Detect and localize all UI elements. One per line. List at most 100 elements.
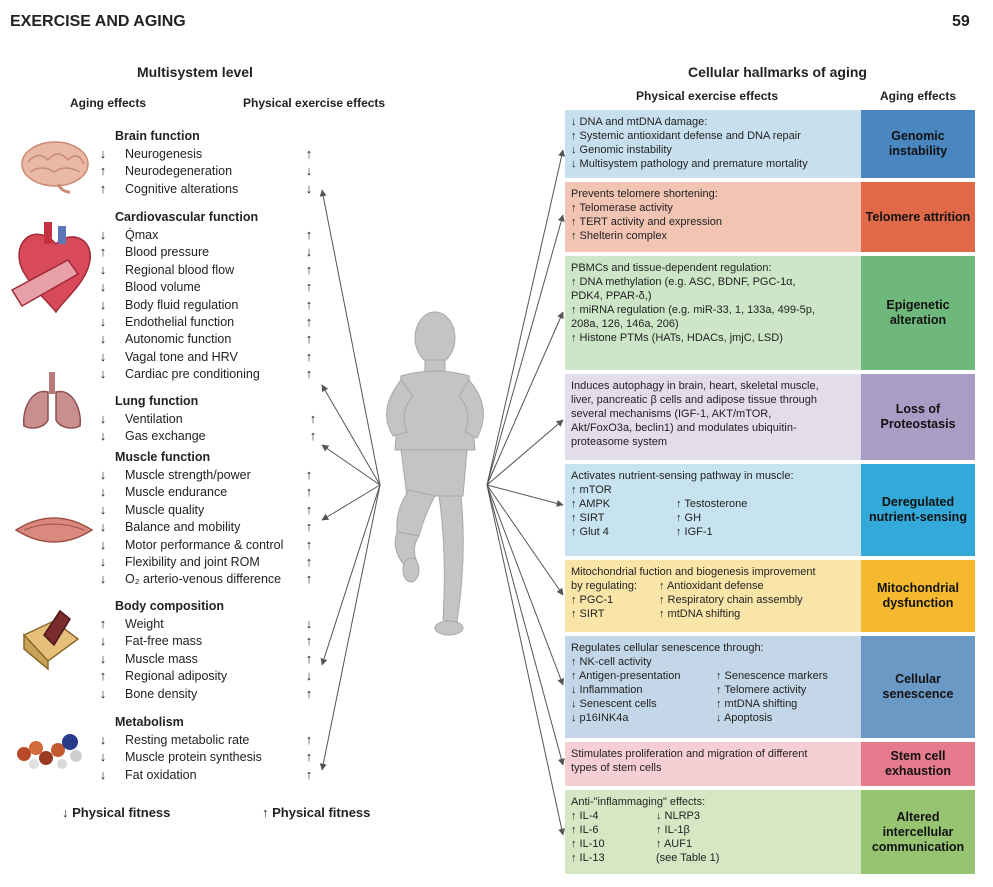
effect-label: Blood volume (125, 280, 201, 295)
effect-line: ↓ Senescent cells (571, 698, 657, 710)
effect-label: Gas exchange (125, 429, 206, 444)
aging-effect-arrow: ↓ (99, 554, 107, 569)
effect-line: ↑ Telomere activity (716, 684, 807, 696)
effect-line (716, 655, 828, 669)
section-title: Lung function (115, 394, 199, 408)
exercise-effect-arrow: ↑ (305, 571, 313, 587)
aging-effect-arrow: ↓ (99, 261, 107, 277)
effect-line: ↓ Multisystem pathology and premature mo… (571, 158, 808, 170)
arrow-telomere (486, 214, 565, 486)
effect-label: Balance and mobility (125, 520, 241, 535)
exercise-effect-arrow: ↑ (305, 296, 313, 312)
aging-effect-arrow: ↓ (99, 633, 107, 649)
exercise-effect-arrow: ↓ (305, 163, 313, 179)
effect-label: Muscle endurance (125, 485, 228, 500)
exercise-effect-arrow: ↓ (305, 616, 313, 631)
exercise-effect-arrow: ↑ (305, 519, 313, 535)
effect-line: ↓ Apoptosis (716, 712, 773, 724)
aging-effect-arrow: ↓ (99, 536, 107, 552)
effect-label: Neurogenesis (125, 147, 203, 161)
effect-label: Regional adiposity (125, 669, 228, 684)
aging-effect-arrow: ↓ (99, 766, 107, 782)
exercise-effect-arrow: ↑ (305, 484, 313, 500)
exercise-effect-arrow: ↑ (305, 227, 313, 242)
page-number: 59 (952, 13, 970, 30)
hallmark-exercise-effects: Prevents telomere shortening:↑ Telomeras… (565, 182, 861, 252)
effect-line: ↑ mtDNA shifting (659, 608, 741, 620)
arrow-cardio (321, 384, 381, 486)
arrow-lung (321, 444, 381, 486)
multisystem-title: Multisystem level (137, 64, 253, 80)
effect-line: ↑ Senescence markers (716, 670, 828, 682)
effect-label: Vagal tone and HRV (125, 349, 238, 364)
aging-effect-arrow: ↓ (99, 279, 107, 295)
effect-line: ↑ Telomerase activity (571, 202, 673, 214)
effect-line: ↑ GH (676, 512, 702, 524)
effect-line: ↓ DNA and mtDNA damage: (571, 116, 708, 128)
hallmark-exercise-effects: Stimulates proliferation and migration o… (565, 742, 861, 786)
hallmark-name: Genomic instability (861, 110, 975, 178)
effect-label: Muscle protein synthesis (125, 750, 262, 765)
effect-line: ↑ Antigen-presentation (571, 670, 681, 682)
arrow-brain (319, 189, 381, 486)
exercise-effect-arrow: ↑ (305, 261, 313, 277)
effect-line: ↑ miRNA regulation (e.g. miR-33, 1, 133a… (571, 304, 815, 316)
section-title: Body composition (115, 599, 225, 613)
effect-label: Cognitive alterations (125, 181, 239, 196)
effect-line: ↑ Histone PTMs (HATs, HDACs, jmjC, LSD) (571, 332, 783, 344)
effect-label: Autonomic function (125, 332, 232, 347)
effect-line: ↑ Glut 4 (571, 526, 609, 538)
effect-line: ↑ IL-10 (571, 838, 605, 850)
exercise-effect-arrow: ↓ (305, 668, 313, 684)
hallmark-name: Cellular senescence (861, 636, 975, 738)
effect-line: PBMCs and tissue-dependent regulation: (571, 262, 772, 274)
aging-effect-arrow: ↓ (99, 411, 107, 426)
exercise-effect-arrow: ↑ (305, 685, 313, 701)
hallmark-exercise-effects: ↓ DNA and mtDNA damage: ↑ Systemic antiox… (565, 110, 861, 178)
arrow-metabolism (319, 484, 381, 771)
arrow-epigenetic (486, 311, 564, 486)
effect-line: ↑ IL-13 (571, 852, 605, 864)
effect-label: Muscle strength/power (125, 468, 251, 482)
effect-label: Resting metabolic rate (125, 733, 250, 747)
exercise-effect-arrow: ↑ (305, 279, 313, 295)
hallmark-exercise-effects: PBMCs and tissue-dependent regulation: ↑ … (565, 256, 861, 370)
effect-intro: Mitochondrial fuction and biogenesis imp… (571, 566, 816, 578)
section-title: Muscle function (115, 450, 211, 464)
arrow-proteostasis (486, 419, 564, 486)
exercise-effect-arrow: ↑ (305, 749, 313, 765)
effect-line: proteasome system (571, 436, 667, 448)
effect-label: Bone density (125, 686, 198, 701)
aging-effect-arrow: ↓ (99, 501, 107, 517)
exercise-effect-arrow: ↑ (305, 536, 313, 552)
section-title: Cardiovascular function (115, 210, 259, 224)
effect-line: ↑ IL-6 (571, 824, 599, 836)
effect-label: Endothelial function (125, 315, 235, 329)
hallmark-exercise-effects: Induces autophagy in brain, heart, skele… (565, 374, 861, 460)
aging-effect-arrow: ↓ (99, 519, 107, 535)
arrow-genomic (486, 149, 566, 486)
hallmark-name: Epigenetic alteration (861, 256, 975, 370)
effect-line: ↑ DNA methylation (e.g. ASC, BDNF, PGC-1… (571, 276, 796, 288)
right-col-exercise-header: Physical exercise effects (636, 89, 779, 103)
effect-line: types of stem cells (571, 762, 662, 774)
effect-line: ↑ Systemic antioxidant defense and DNA r… (571, 130, 801, 142)
effect-line: ↑ IL-4 (571, 810, 599, 822)
effect-line: ↑ mTOR (571, 484, 612, 496)
arrow-stem-cell (486, 484, 565, 766)
aging-effect-arrow: ↓ (99, 227, 107, 242)
effect-line: ↓ Genomic instability (571, 144, 672, 156)
running-header: EXERCISE AND AGING (10, 13, 186, 30)
effect-line: ↑ Respiratory chain assembly (659, 594, 803, 606)
arrow-mitochondrial (486, 484, 564, 596)
effect-line: ↑ TERT activity and expression (571, 216, 723, 228)
aging-effect-arrow: ↑ (99, 668, 107, 684)
exercise-effect-arrow: ↑ (309, 428, 317, 444)
aging-effect-arrow: ↓ (99, 366, 107, 382)
aging-effect-arrow: ↓ (99, 348, 107, 364)
aging-effect-arrow: ↑ (99, 616, 107, 631)
effect-line: PDK4, PPAR-δ,) (571, 290, 652, 302)
effect-label: Regional blood flow (125, 262, 235, 277)
aging-effect-arrow: ↓ (99, 428, 107, 444)
